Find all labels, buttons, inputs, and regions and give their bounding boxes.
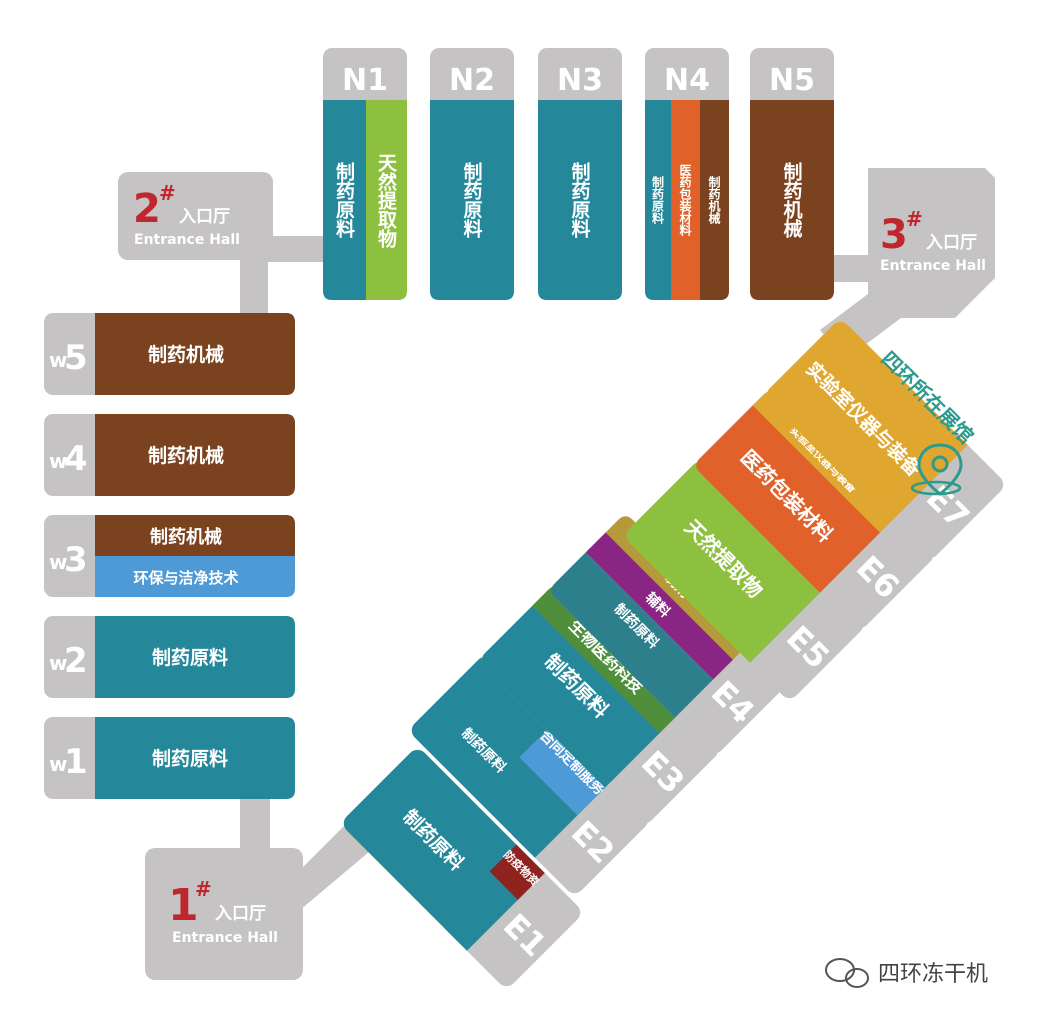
- svg-text:入口厅: 入口厅: [926, 233, 977, 253]
- hall-section-label: 制药原料: [650, 176, 665, 224]
- svg-text:#: #: [906, 207, 923, 231]
- hall-n2[interactable]: N2 制药原料: [430, 48, 514, 300]
- hall-w3[interactable]: w 3 制药机械 环保与洁净技术: [44, 515, 295, 597]
- hall-code: N2: [449, 63, 495, 98]
- entrance-number: 2: [133, 186, 161, 232]
- hall-section-label: 制药机械: [150, 526, 222, 548]
- hall-section-label: 医药包装材料: [678, 164, 692, 236]
- hall-section-label: 制药原料: [152, 646, 228, 669]
- hall-section-label: 制药原料: [460, 162, 483, 238]
- hall-code: 3: [64, 540, 88, 580]
- svg-text:Entrance Hall: Entrance Hall: [172, 930, 278, 946]
- svg-text:Entrance Hall: Entrance Hall: [134, 232, 240, 248]
- hall-section-label: 制药原料: [333, 162, 355, 238]
- svg-text:#: #: [195, 877, 212, 901]
- hall-section-label: 环保与洁净技术: [133, 569, 238, 587]
- entrance-number: 3: [880, 212, 908, 258]
- svg-text:w: w: [49, 449, 67, 473]
- hall-w1[interactable]: w 1 制药原料: [44, 717, 295, 799]
- wechat-icon: [825, 958, 869, 988]
- hall-section-label: 天然提取物: [375, 152, 397, 248]
- hall-section-label: 制药机械: [148, 343, 224, 366]
- hall-w2[interactable]: w 2 制药原料: [44, 616, 295, 698]
- svg-text:w: w: [49, 752, 67, 776]
- hall-code: N4: [664, 63, 710, 98]
- svg-text:入口厅: 入口厅: [215, 904, 266, 924]
- hall-section-label: 制药原料: [152, 747, 228, 770]
- svg-text:w: w: [49, 348, 67, 372]
- location-pin-icon: [910, 443, 963, 496]
- hall-e3[interactable]: 生物医药科技 制药原料 E3: [478, 583, 723, 828]
- hall-w5[interactable]: w 5 制药机械: [44, 313, 295, 395]
- entrance-hall-2[interactable]: 2 # 入口厅 Entrance Hall: [118, 172, 273, 260]
- hall-section-label: 制药机械: [148, 444, 224, 467]
- hall-code: 5: [64, 338, 88, 378]
- hall-section-label: 制药机械: [707, 176, 721, 224]
- hall-code: 2: [64, 641, 88, 681]
- hall-n3[interactable]: N3 制药原料: [538, 48, 622, 300]
- hall-n4[interactable]: N4 制药原料 医药包装材料 制药机械: [645, 48, 729, 300]
- svg-text:Entrance Hall: Entrance Hall: [880, 258, 986, 274]
- hall-code: 1: [64, 742, 88, 782]
- hall-e7[interactable]: 实验室仪器与装备 E7: [763, 318, 1008, 563]
- hall-w4[interactable]: w 4 制药机械: [44, 414, 295, 496]
- hall-section-label: 制药机械: [780, 162, 803, 238]
- entrance-hall-1[interactable]: 1 # 入口厅 Entrance Hall: [145, 848, 303, 980]
- hall-n1[interactable]: N1 制药原料 天然提取物: [323, 48, 407, 300]
- entrance-hall-3[interactable]: 3 # 入口厅 Entrance Hall: [868, 168, 995, 318]
- hall-code: N1: [342, 63, 388, 98]
- entrance-number: 1: [168, 880, 199, 931]
- watermark-text: 四环冻干机: [878, 962, 988, 987]
- hall-section-label: 制药原料: [568, 162, 591, 238]
- hall-code: N5: [769, 63, 815, 98]
- svg-text:#: #: [159, 181, 176, 205]
- svg-text:入口厅: 入口厅: [179, 207, 230, 227]
- svg-text:w: w: [49, 651, 67, 675]
- hall-code: 4: [64, 439, 88, 479]
- hall-e1[interactable]: 防疫物资 制药原料 E1: [340, 746, 585, 991]
- hall-n5[interactable]: N5 制药机械: [750, 48, 834, 300]
- svg-text:w: w: [49, 550, 67, 574]
- hall-code: N3: [557, 63, 603, 98]
- hall-e5[interactable]: 天然提取物 E5: [623, 458, 868, 703]
